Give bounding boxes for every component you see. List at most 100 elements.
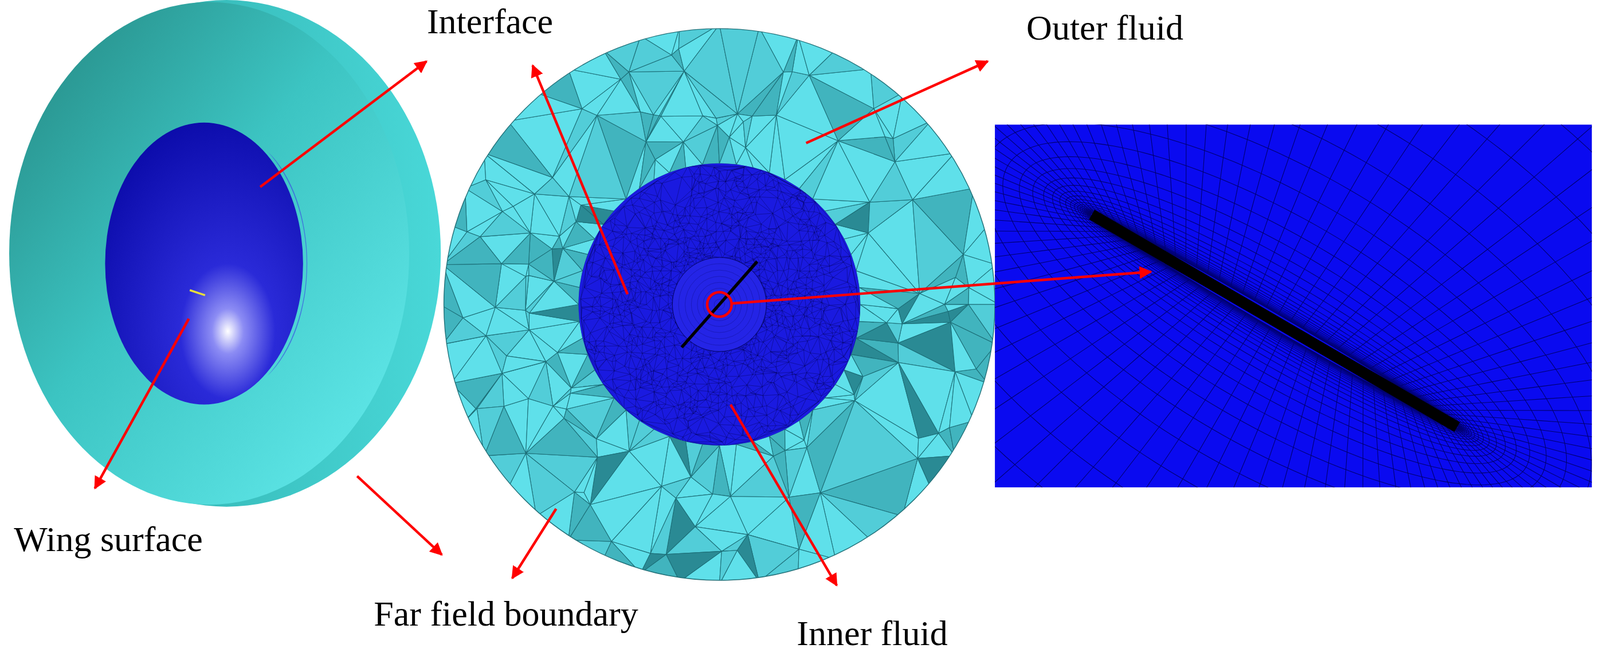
mesh-cell (776, 71, 793, 116)
grid-line (1084, 209, 1466, 433)
mesh-cell (568, 49, 622, 80)
grid-line (1080, 206, 1469, 435)
grid-line (994, 279, 1190, 488)
mesh-cell (484, 120, 553, 178)
zoom-ground (994, 124, 1592, 488)
mesh-cell (476, 406, 504, 456)
grid-line (1185, 124, 1187, 262)
grid-line (1180, 347, 1308, 488)
grid-line (1196, 124, 1223, 268)
mesh-cell (451, 382, 476, 421)
grid-line (1265, 124, 1440, 308)
mesh-cell (745, 115, 777, 148)
part-label: Wing surface (13, 520, 203, 557)
mesh-cell (582, 79, 622, 116)
grid-line (1090, 213, 1458, 428)
grid-line (1065, 195, 1484, 446)
mesh-cell (442, 263, 502, 308)
mesh-cell (912, 153, 974, 200)
mesh-cell (976, 343, 997, 383)
grid-line (1458, 427, 1592, 488)
grid-line (1379, 202, 1592, 375)
mesh-cell (917, 433, 955, 459)
grid-line (994, 124, 1124, 229)
grid-line (1457, 425, 1592, 488)
grid-line (1086, 210, 1463, 431)
grid-line (1451, 425, 1592, 488)
mesh-cell (566, 393, 615, 410)
grid-line (1453, 426, 1592, 487)
grid-line (1014, 124, 1139, 237)
grid-line (994, 124, 1592, 488)
mesh-cell (902, 304, 948, 324)
grid-line (1090, 213, 1459, 429)
grid-line (1302, 124, 1541, 328)
cutaway-domain (9, 0, 441, 507)
mesh-cell (886, 322, 903, 343)
grid-line (994, 124, 1592, 488)
mesh-cell (856, 321, 887, 339)
far-field-edge (444, 28, 996, 580)
grid-line (1074, 202, 1476, 439)
grid-line (1369, 174, 1592, 369)
grid-line (1406, 291, 1592, 392)
grid-line (1002, 141, 1547, 488)
grid-line (1373, 385, 1399, 488)
grid-line (1362, 379, 1364, 488)
grid-line (1446, 423, 1592, 487)
mesh-lines (580, 165, 861, 446)
grid-line (1325, 124, 1592, 343)
mesh-cell (785, 429, 805, 451)
mesh-cell (678, 24, 720, 72)
grid-line (994, 299, 1224, 488)
mesh-cell (525, 275, 555, 311)
grid-line (994, 124, 1096, 215)
inner-rim (267, 151, 308, 376)
grid-line (1326, 373, 1353, 488)
grid-line (1041, 319, 1260, 488)
leader-arrow (532, 65, 628, 294)
grid-line (994, 124, 1107, 220)
grid-line (1043, 177, 1506, 464)
grid-line (1089, 213, 1460, 429)
grid-line (1052, 185, 1497, 456)
grid-line (1442, 421, 1592, 488)
zoom-marker (707, 292, 732, 317)
leader-arrow (512, 508, 557, 578)
grid-line (1242, 124, 1370, 294)
grid-line (1314, 124, 1572, 336)
leader-arrow (95, 318, 190, 489)
grid-line (994, 124, 1592, 488)
grid-line (1252, 361, 1331, 488)
part-label: Outer fluid (1026, 9, 1184, 46)
mesh-cell (702, 115, 718, 125)
wing-profile (1091, 214, 1457, 427)
mesh-cell (451, 187, 468, 232)
part-label: Interface (426, 3, 554, 39)
grid-line (1008, 312, 1247, 488)
mesh-cell (917, 455, 955, 488)
mesh-cell (884, 136, 895, 162)
grid-line (1109, 334, 1284, 488)
mesh-cell (719, 24, 759, 115)
grid-line (1414, 321, 1592, 397)
grid-line (1087, 211, 1462, 430)
zoom-panel (716, 0, 1600, 660)
grid-line (994, 124, 1592, 488)
mesh-cell (806, 400, 856, 493)
mesh-cell (439, 304, 463, 344)
grid-line (994, 260, 1160, 410)
grid-line (1410, 405, 1535, 488)
wing-symbol (189, 289, 206, 296)
mesh-ring (672, 256, 767, 352)
grid-line (1389, 232, 1592, 381)
grid-line (1216, 354, 1319, 487)
grid-line (994, 292, 1213, 488)
grid-line (994, 124, 1102, 218)
mesh-cell (465, 179, 503, 211)
leader-arrow (260, 61, 427, 187)
mesh-cell (502, 373, 529, 406)
grid-line (994, 124, 1118, 225)
